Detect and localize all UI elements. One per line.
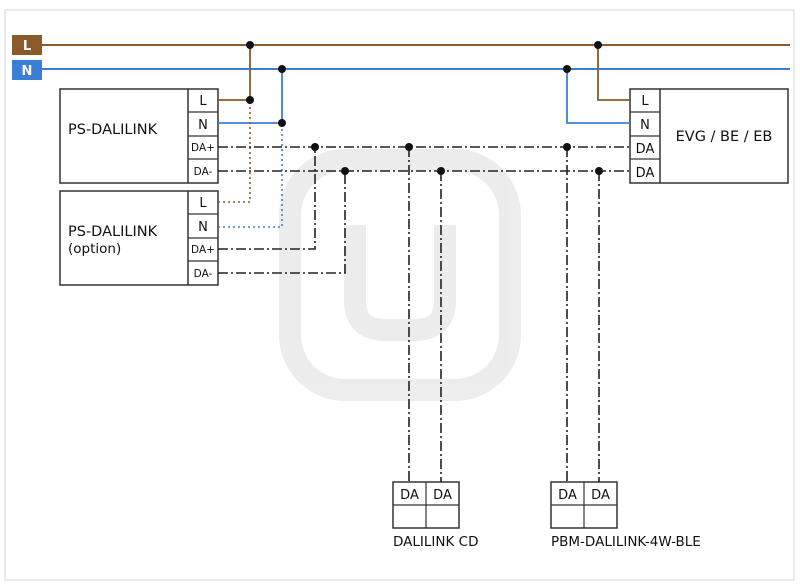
evg-live-wire	[597, 45, 630, 101]
ps2-neutral-wire	[218, 123, 283, 228]
watermark	[279, 149, 521, 401]
dalilink-cd-terminal-da-1: DA	[400, 488, 419, 503]
junction-dots	[246, 41, 603, 175]
ps-dalilink-terminal-l: L	[199, 94, 207, 109]
ps-dalilink-module: PS-DALILINK L N DA+ DA-	[59, 88, 219, 184]
evg-neutral-wire	[566, 69, 630, 124]
ps-dalilink-option-terminal-da-plus: DA+	[191, 244, 215, 256]
ps-dalilink-option-title: PS-DALILINK	[68, 224, 158, 240]
ps-dalilink-option-terminal-l: L	[199, 196, 207, 211]
dalilink-cd-terminal-da-2: DA	[433, 488, 452, 503]
evg-terminal-da-2: DA	[636, 166, 655, 181]
ps-dalilink-option-terminal-da-minus: DA-	[194, 268, 213, 280]
ps-dalilink-option-terminal-n: N	[198, 220, 208, 235]
evg-terminal-da-1: DA	[636, 142, 655, 157]
pbm-dalilink-module: DA DA PBM-DALILINK-4W-BLE	[550, 481, 701, 550]
neutral-badge-label: N	[22, 64, 33, 79]
neutral-badge	[12, 60, 42, 80]
ps-dalilink-terminal-da-minus: DA-	[194, 166, 213, 178]
dalilink-cd-module: DA DA DALILINK CD	[392, 481, 478, 550]
mains-wiring	[218, 45, 630, 124]
ps2-dali-plus-wire	[218, 147, 316, 250]
ps-dalilink-title: PS-DALILINK	[68, 122, 158, 138]
pbm-dalilink-terminal-da-1: DA	[558, 488, 577, 503]
live-badge-label: L	[23, 39, 31, 54]
evg-ballast-title: EVG / BE / EB	[676, 129, 773, 145]
dalilink-cd-title: DALILINK CD	[393, 534, 478, 550]
evg-ballast-module: EVG / BE / EB L N DA DA	[629, 88, 789, 184]
ps-dalilink-option-note: (option)	[68, 241, 121, 257]
ps2-live-wire	[218, 100, 251, 203]
optional-mains-wiring	[218, 100, 283, 228]
pbm-dalilink-title: PBM-DALILINK-4W-BLE	[551, 534, 701, 550]
evg-terminal-n: N	[640, 118, 650, 133]
evg-terminal-l: L	[641, 94, 649, 109]
ps-dalilink-terminal-n: N	[198, 118, 208, 133]
diagram-frame	[4, 9, 795, 581]
ps-dalilink-option-module: PS-DALILINK (option) L N DA+ DA-	[59, 190, 219, 286]
mains-bus: L N	[12, 35, 790, 80]
pbm-dalilink-terminal-da-2: DA	[591, 488, 610, 503]
live-badge	[12, 35, 42, 55]
ps-dalilink-terminal-da-plus: DA+	[191, 142, 215, 154]
ps2-dali-minus-wire	[218, 171, 346, 274]
ps1-live-wire	[218, 45, 251, 101]
